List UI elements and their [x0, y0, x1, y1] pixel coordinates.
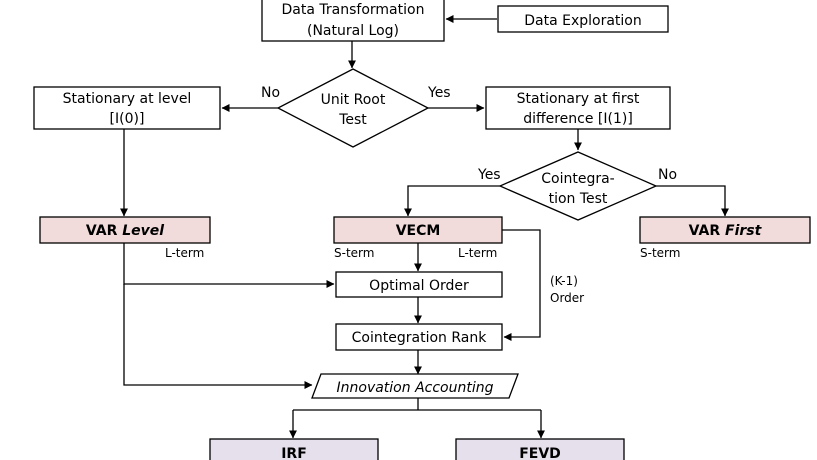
label-vecm-sterm: S-term — [334, 246, 374, 260]
data-transformation-line1: Data Transformation — [282, 2, 425, 18]
label-unitroot-yes: Yes — [427, 85, 451, 101]
innovation-accounting-label: Innovation Accounting — [337, 380, 494, 396]
label-coint-yes: Yes — [477, 167, 501, 183]
fevd-label: FEVD — [519, 446, 561, 460]
label-k1-line2: Order — [550, 291, 584, 305]
stationary-first-line2: difference [I(1)] — [523, 111, 633, 127]
node-stationary-level: Stationary at level [I(0)] — [33, 86, 221, 130]
label-vecm-lterm: L-term — [458, 246, 497, 260]
label-k1-line1: (K-1) — [550, 274, 578, 288]
node-innovation-accounting: Innovation Accounting — [311, 373, 519, 399]
node-data-transformation: Data Transformation (Natural Log) — [261, 0, 445, 42]
cointegration-test-line2: tion Test — [549, 191, 608, 207]
unit-root-line2: Test — [338, 112, 367, 128]
vecm-label: VECM — [396, 223, 441, 239]
edge-labels: No Yes Yes No L-term S-term L-term S-ter… — [165, 85, 680, 305]
node-cointegration-test: Cointegra- tion Test — [498, 151, 658, 221]
cointegration-rank-label: Cointegration Rank — [352, 330, 488, 346]
node-irf: IRF — [209, 438, 379, 460]
arrow-cointtest-to-vecm — [404, 185, 500, 217]
var-first-label: VAR First — [689, 223, 763, 239]
node-vecm: VECM — [333, 216, 503, 244]
label-varlevel-lterm: L-term — [165, 246, 204, 260]
stationary-level-line2: [I(0)] — [110, 111, 145, 127]
unit-root-line1: Unit Root — [321, 92, 386, 108]
arrow-vecm-to-cointrank — [502, 229, 541, 341]
node-optimal-order: Optimal Order — [335, 271, 503, 298]
label-varfirst-sterm: S-term — [640, 246, 680, 260]
data-exploration-label: Data Exploration — [524, 13, 642, 29]
node-cointegration-rank: Cointegration Rank — [335, 323, 503, 351]
stationary-level-line1: Stationary at level — [63, 91, 192, 107]
node-data-exploration: Data Exploration — [497, 5, 669, 33]
node-unit-root-test: Unit Root Test — [276, 68, 430, 148]
node-stationary-first: Stationary at first difference [I(1)] — [485, 86, 671, 130]
node-fevd: FEVD — [455, 438, 625, 460]
arrow-varlevel-to-optimalorder — [123, 243, 335, 288]
node-var-level: VAR Level — [39, 216, 211, 244]
data-transformation-line2: (Natural Log) — [307, 23, 399, 39]
label-unitroot-no: No — [261, 85, 280, 101]
connectors — [120, 15, 729, 439]
optimal-order-label: Optimal Order — [369, 278, 469, 294]
arrow-cointtest-to-varfirst — [656, 185, 729, 217]
var-level-label: VAR Level — [86, 223, 164, 239]
arrow-varlevel-to-innovation — [123, 284, 313, 389]
node-var-first: VAR First — [639, 216, 811, 244]
irf-label: IRF — [281, 446, 307, 460]
cointegration-test-line1: Cointegra- — [541, 171, 614, 187]
stationary-first-line1: Stationary at first — [517, 91, 640, 107]
label-coint-no: No — [658, 167, 677, 183]
